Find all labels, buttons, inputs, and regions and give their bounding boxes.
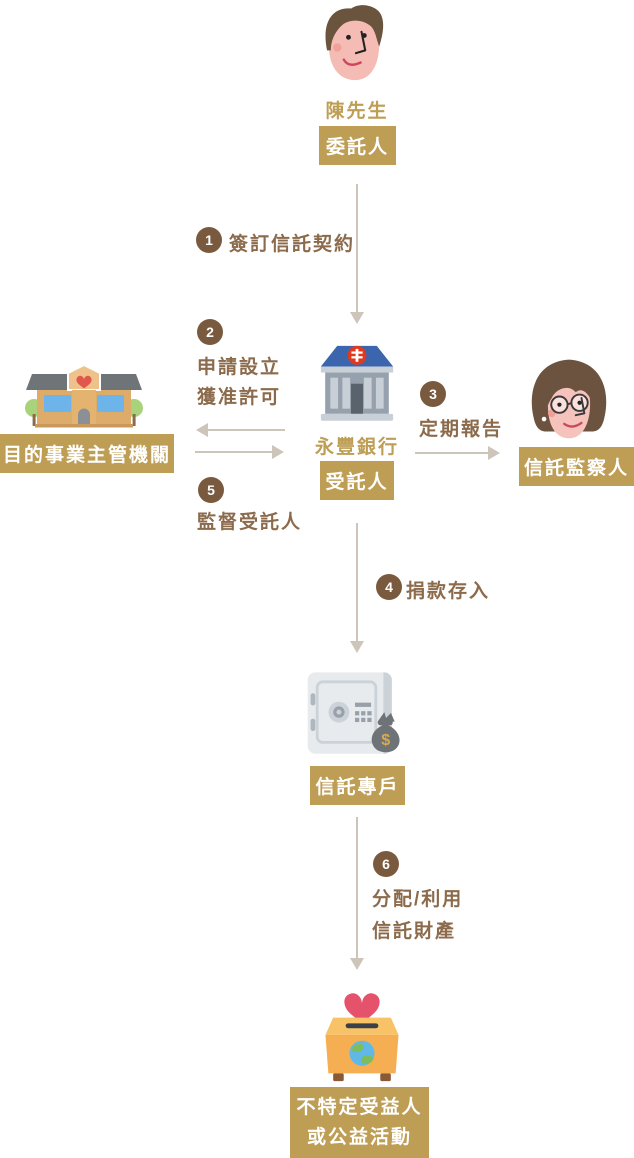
supervisor-role-badge: 信託監察人: [519, 447, 634, 486]
donation-box-icon: [325, 993, 399, 1082]
step-6-label-line2: 信託財產: [372, 921, 457, 942]
bank-logo-icon: [351, 348, 363, 362]
arrow-account-to-beneficiary: [350, 817, 364, 970]
step-6-badge: 6: [373, 851, 399, 877]
bank-role-badge: 受託人: [320, 461, 394, 500]
arrowhead-right-icon: [488, 446, 500, 460]
arrow-authority-to-bank: [195, 445, 284, 459]
arrowhead-down-icon: [350, 312, 364, 324]
woman-face-icon: [531, 359, 607, 439]
bank-building-icon: [320, 345, 394, 421]
beneficiary-role-badge: 不特定受益人 或公益活動: [290, 1087, 429, 1158]
arrow-bank-to-account: [350, 523, 364, 653]
step-3-label: 定期報告: [419, 419, 504, 440]
step-6-label-line1: 分配/利用: [372, 889, 464, 910]
bank-name: 永豐銀行: [314, 437, 399, 458]
earring-icon: [541, 416, 547, 422]
step-5-label: 監督受託人: [197, 512, 303, 533]
charity-house-icon: [25, 364, 143, 428]
man-face-icon: [325, 5, 384, 81]
svg-text:$: $: [381, 731, 390, 749]
trustor-name: 陳先生: [325, 101, 389, 122]
step-5-badge: 5: [198, 477, 224, 503]
arrowhead-left-icon: [196, 423, 208, 437]
authority-role-badge: 目的事業主管機關: [0, 434, 174, 473]
step-2-badge: 2: [197, 319, 223, 345]
step-2-label-line2: 獲准許可: [197, 387, 282, 408]
step-4-label: 捐款存入: [406, 581, 491, 602]
arrow-bank-to-authority: [196, 423, 285, 437]
beneficiary-role-line2: 或公益活動: [306, 1127, 412, 1148]
step-4-badge: 4: [376, 574, 402, 600]
arrowhead-down-icon: [350, 641, 364, 653]
globe-icon: [349, 1040, 375, 1066]
step-1-badge: 1: [196, 227, 222, 253]
heart-icon: [76, 375, 92, 389]
arrowhead-right-icon: [272, 445, 284, 459]
step-1-label: 簽訂信託契約: [229, 234, 356, 255]
step-2-label-line1: 申請設立: [197, 357, 282, 378]
arrowhead-down-icon: [350, 958, 364, 970]
beneficiary-role-line1: 不特定受益人: [296, 1097, 423, 1118]
step-3-badge: 3: [420, 381, 446, 407]
heart-icon: [344, 993, 380, 1024]
arrow-trustor-to-bank: [350, 184, 364, 324]
safe-money-bag-icon: $: [307, 672, 400, 754]
money-bag-icon: $: [371, 712, 400, 753]
account-role-badge: 信託專戶: [310, 766, 405, 805]
trustor-role-badge: 委託人: [319, 126, 396, 165]
arrow-bank-to-supervisor: [415, 446, 500, 460]
